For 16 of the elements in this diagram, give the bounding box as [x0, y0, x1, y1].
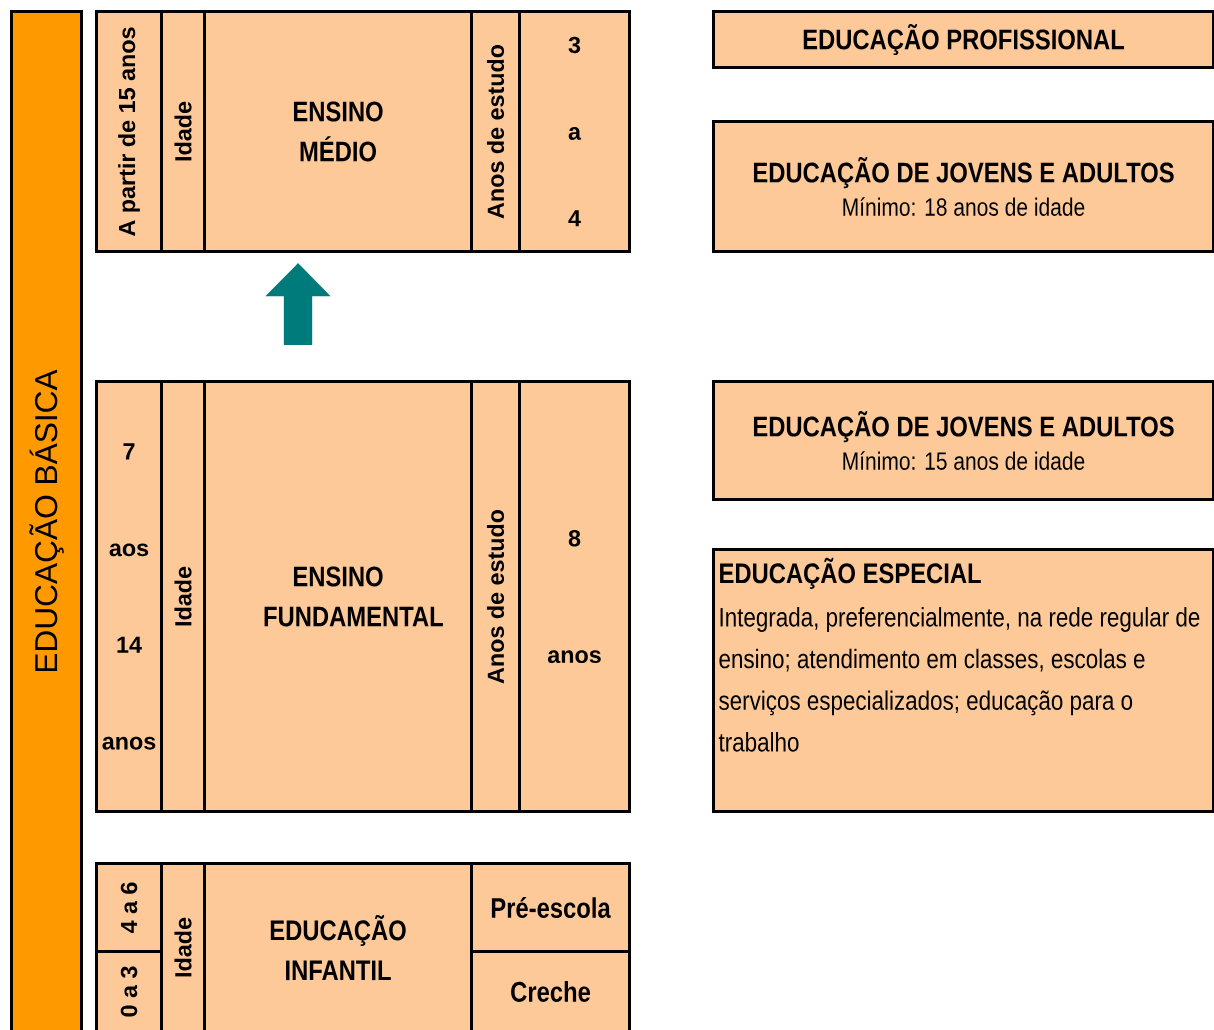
- program-box: EDUCAÇÃO DE JOVENS E ADULTOS Mínimo: 15 anos de idade: [712, 380, 1214, 501]
- program-box: EDUCAÇÃO DE JOVENS E ADULTOS Mínimo: 18 anos de idade: [712, 120, 1214, 253]
- age-cell: A partir de 15 anos: [95, 10, 163, 253]
- stage-cell: Pré-escola: [470, 862, 631, 953]
- age-cell: 4 a 6: [95, 862, 163, 953]
- age-cell: 0 a 3: [95, 950, 163, 1030]
- column-header: Idade: [160, 380, 206, 813]
- program-box: EDUCAÇÃO ESPECIAL Integrada, preferencialmente, na rede regular de ensino; atendimento em classes, escolas e serviços especializados; educação para o trabalho: [712, 548, 1214, 813]
- column-header: Anos de estudo: [470, 10, 521, 253]
- column-header: Anos de estudo: [470, 380, 521, 813]
- stage-band: EDUCAÇÃO BÁSICA: [10, 10, 83, 1030]
- column-header: Idade: [160, 10, 206, 253]
- column-header: Idade: [160, 862, 206, 1030]
- program-box: EDUCAÇÃO PROFISSIONAL: [712, 10, 1214, 69]
- age-cell: 7 aos 14 anos: [95, 380, 163, 813]
- stage-cell: Creche: [470, 950, 631, 1030]
